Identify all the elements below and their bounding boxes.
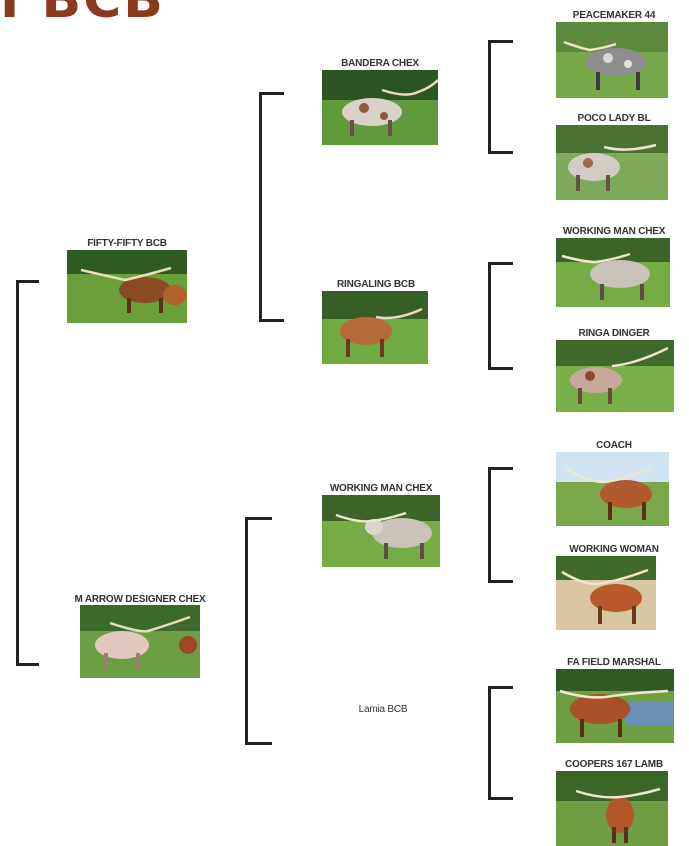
photo-designer	[80, 605, 200, 678]
photo-bandera-chex	[322, 70, 438, 145]
bracket-designer	[245, 517, 272, 745]
bracket-working-man	[488, 467, 513, 583]
label-designer: M ARROW DESIGNER CHEX	[74, 594, 206, 605]
label-coach: COACH	[596, 440, 632, 451]
photo-working-man-chex-2	[556, 238, 670, 307]
bracket-bandera	[488, 40, 513, 154]
photo-poco-lady-bl	[556, 125, 668, 200]
label-coopers-167-lamb: COOPERS 167 LAMB	[565, 759, 663, 770]
photo-fa-field-marshal	[556, 669, 674, 743]
label-poco-lady-bl: POCO LADY BL	[577, 113, 651, 124]
photo-working-man-chex	[322, 495, 440, 567]
label-working-woman: WORKING WOMAN	[569, 544, 659, 555]
label-fa-field-marshal: FA FIELD MARSHAL	[567, 657, 661, 668]
label-bandera-chex: BANDERA CHEX	[341, 58, 419, 69]
label-fifty-fifty: FIFTY-FIFTY BCB	[87, 238, 167, 249]
label-lamia-bcb: Lamia BCB	[358, 704, 408, 715]
photo-ringaling-bcb	[322, 291, 428, 364]
label-working-man-chex-2: WORKING MAN CHEX	[562, 226, 666, 237]
label-ringa-dinger: RINGA DINGER	[578, 328, 650, 339]
photo-coach	[556, 452, 669, 526]
bracket-lamia	[488, 686, 513, 800]
photo-working-woman	[556, 556, 656, 630]
ranch-title: I BCB	[0, 0, 165, 30]
photo-peacemaker-44	[556, 22, 668, 98]
bracket-dam-line	[16, 280, 39, 666]
label-working-man-chex: WORKING MAN CHEX	[329, 483, 433, 494]
label-peacemaker-44: PEACEMAKER 44	[572, 10, 656, 21]
photo-fifty-fifty	[67, 250, 187, 323]
label-ringaling-bcb: RINGALING BCB	[337, 279, 415, 290]
bracket-ringaling	[488, 262, 513, 370]
photo-ringa-dinger	[556, 340, 674, 412]
bracket-fifty-fifty	[259, 92, 284, 322]
photo-coopers-167-lamb	[556, 771, 668, 846]
